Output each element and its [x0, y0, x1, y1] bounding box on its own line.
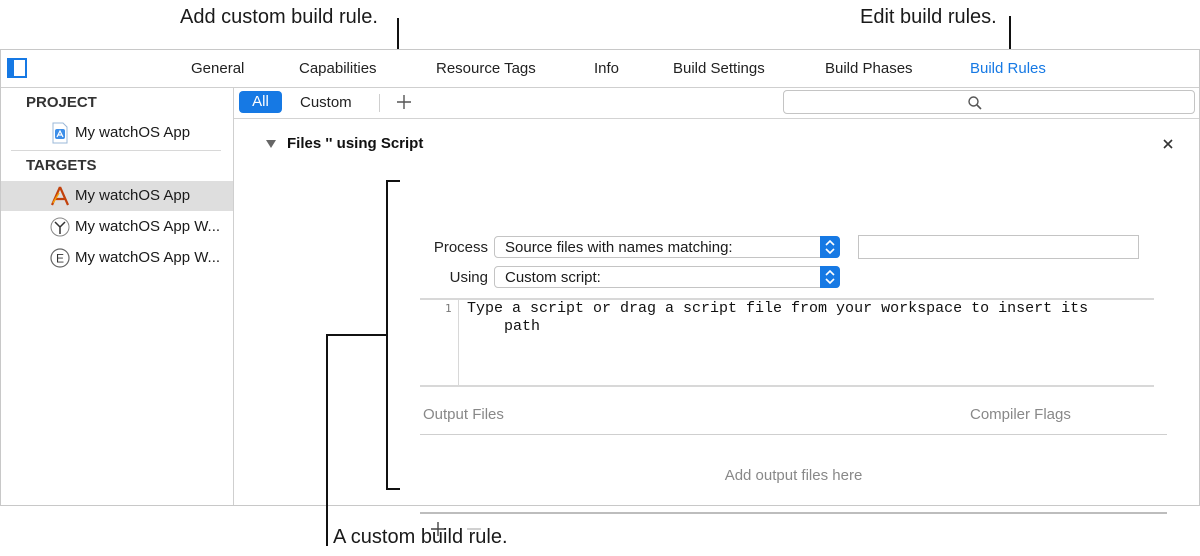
navigator-toggle-icon[interactable] — [7, 58, 27, 78]
output-files-header: Output Files — [423, 406, 504, 423]
callout-edit-rules: Edit build rules. — [860, 6, 997, 28]
sidebar-item-target-extension[interactable]: E My watchOS App W... — [1, 243, 233, 273]
tab-build-rules[interactable]: Build Rules — [970, 60, 1046, 77]
process-popup[interactable]: Source files with names matching: — [494, 236, 840, 258]
remove-output-file-icon[interactable] — [466, 521, 482, 537]
line-number-gutter: 1 — [420, 300, 459, 385]
callout-add-rule: Add custom build rule. — [180, 6, 378, 28]
watch-app-icon — [50, 217, 70, 237]
project-file-icon — [52, 122, 68, 144]
filter-bar: All Custom — [234, 88, 1199, 119]
app-icon — [50, 186, 70, 206]
popup-arrows-icon — [820, 236, 840, 258]
close-icon[interactable] — [1161, 137, 1175, 151]
bracket-top — [386, 180, 400, 182]
process-label: Process — [433, 239, 488, 256]
project-target-sidebar: PROJECT My watchOS App TARGETS My watchO… — [1, 88, 234, 505]
sidebar-target-label: My watchOS App — [75, 187, 191, 204]
plus-icon[interactable] — [395, 93, 413, 111]
using-popup-value: Custom script: — [505, 269, 601, 286]
process-popup-value: Source files with names matching: — [505, 239, 733, 256]
sidebar-target-label: My watchOS App W... — [75, 249, 221, 266]
search-icon — [968, 96, 982, 110]
extension-icon: E — [50, 248, 70, 268]
add-output-file-icon[interactable] — [430, 521, 446, 537]
line-number: 1 — [445, 302, 452, 315]
search-field[interactable] — [783, 90, 1195, 114]
tab-info[interactable]: Info — [594, 60, 620, 77]
sidebar-item-target-watch-app[interactable]: My watchOS App W... — [1, 212, 233, 242]
sidebar-project-label: My watchOS App — [75, 124, 191, 141]
tab-bar: General Capabilities Resource Tags Info … — [1, 50, 1199, 88]
tab-capabilities[interactable]: Capabilities — [299, 60, 377, 77]
sidebar-divider — [11, 150, 221, 151]
bracket-bottom — [386, 488, 400, 490]
compiler-flags-header: Compiler Flags — [970, 406, 1071, 423]
sidebar-target-label: My watchOS App W... — [75, 218, 221, 235]
script-editor[interactable]: 1 Type a script or drag a script file fr… — [420, 298, 1154, 387]
project-section-header: PROJECT — [26, 94, 97, 111]
callout-custom-rule: A custom build rule. — [333, 526, 508, 548]
filter-all-button[interactable]: All — [239, 91, 282, 113]
build-rules-pane: All Custom Files '' using Script Process… — [234, 88, 1199, 536]
sidebar-item-target-app[interactable]: My watchOS App — [1, 181, 233, 211]
disclosure-triangle-icon[interactable] — [264, 137, 278, 151]
file-pattern-input[interactable] — [858, 235, 1139, 259]
popup-arrows-icon — [820, 266, 840, 288]
script-line: Type a script or drag a script file from… — [467, 300, 1089, 317]
callout-edit-rules-leader — [1009, 16, 1011, 58]
sidebar-item-project[interactable]: My watchOS App — [1, 118, 233, 148]
filter-custom-button[interactable]: Custom — [300, 94, 352, 111]
targets-section-header: TARGETS — [26, 157, 97, 174]
using-popup[interactable]: Custom script: — [494, 266, 840, 288]
output-list-bottom-border — [420, 512, 1167, 514]
tab-resource-tags[interactable]: Resource Tags — [436, 60, 536, 77]
bracket-pointer — [326, 334, 388, 336]
script-text[interactable]: Type a script or drag a script file from… — [467, 300, 1127, 336]
tab-build-settings[interactable]: Build Settings — [673, 60, 765, 77]
output-header-divider — [420, 434, 1167, 435]
tab-general[interactable]: General — [191, 60, 245, 77]
output-files-placeholder: Add output files here — [724, 467, 863, 484]
svg-text:E: E — [56, 252, 64, 266]
using-label: Using — [449, 269, 488, 286]
filter-separator — [379, 94, 380, 112]
editor-window: General Capabilities Resource Tags Info … — [0, 49, 1200, 536]
tab-build-phases[interactable]: Build Phases — [825, 60, 913, 77]
script-line-wrap: path — [504, 318, 541, 335]
rule-title: Files '' using Script — [287, 135, 424, 152]
callout-custom-rule-leader — [326, 334, 328, 546]
